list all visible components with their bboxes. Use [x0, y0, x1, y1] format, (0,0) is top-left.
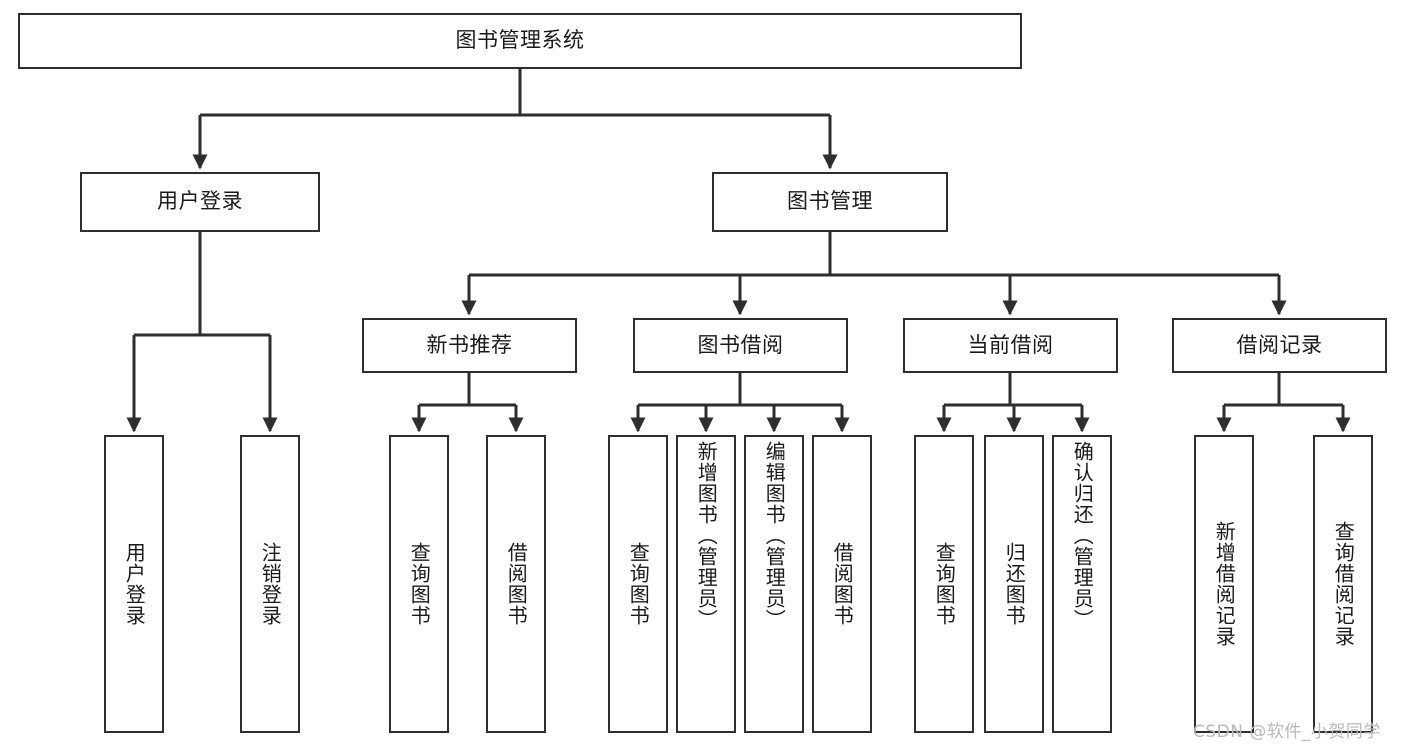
node-leaf-confirm-return-admin[interactable]: 确认归还（管理员）	[1052, 435, 1112, 733]
node-current-borrow-label: 当前借阅	[967, 332, 1054, 357]
node-new-book-recommend-label: 新书推荐	[426, 332, 513, 357]
node-leaf-borrow-book-new[interactable]: 借阅图书	[486, 435, 546, 733]
node-user-login[interactable]: 用户登录	[80, 172, 320, 232]
node-leaf-query-book-borrow[interactable]: 查询图书	[608, 435, 668, 733]
node-leaf-query-book-new[interactable]: 查询图书	[389, 435, 449, 733]
node-leaf-query-borrow-record-label: 查询借阅记录	[1331, 521, 1356, 647]
node-leaf-query-book-current-label: 查询图书	[932, 542, 957, 626]
node-leaf-add-borrow-record[interactable]: 新增借阅记录	[1194, 435, 1254, 733]
node-borrow-record-label: 借阅记录	[1236, 332, 1323, 357]
node-leaf-add-book-admin[interactable]: 新增图书（管理员）	[676, 435, 736, 733]
node-new-book-recommend[interactable]: 新书推荐	[362, 318, 577, 373]
node-leaf-logout-login[interactable]: 注销登录	[240, 435, 300, 733]
node-leaf-confirm-return-admin-label: 确认归还（管理员）	[1070, 441, 1095, 630]
node-root[interactable]: 图书管理系统	[18, 13, 1022, 69]
node-leaf-query-book-current[interactable]: 查询图书	[914, 435, 974, 733]
node-leaf-borrow-book-new-label: 借阅图书	[504, 542, 529, 626]
node-root-label: 图书管理系统	[455, 28, 585, 53]
node-leaf-user-login-label: 用户登录	[122, 542, 147, 626]
node-leaf-user-login[interactable]: 用户登录	[104, 435, 164, 733]
node-leaf-query-book-borrow-label: 查询图书	[626, 542, 651, 626]
node-book-borrow-label: 图书借阅	[697, 332, 784, 357]
node-book-management[interactable]: 图书管理	[712, 172, 948, 232]
node-leaf-query-borrow-record[interactable]: 查询借阅记录	[1313, 435, 1373, 733]
csdn-watermark: CSDN @软件_小贺同学	[1193, 722, 1381, 742]
node-borrow-record[interactable]: 借阅记录	[1172, 318, 1387, 373]
node-current-borrow[interactable]: 当前借阅	[903, 318, 1118, 373]
node-book-borrow[interactable]: 图书借阅	[633, 318, 848, 373]
node-user-login-label: 用户登录	[157, 189, 243, 214]
node-leaf-logout-login-label: 注销登录	[258, 542, 283, 626]
node-leaf-add-book-admin-label: 新增图书（管理员）	[694, 441, 719, 630]
node-leaf-return-book-label: 归还图书	[1002, 542, 1027, 626]
node-leaf-borrow-book-label: 借阅图书	[830, 542, 855, 626]
node-leaf-edit-book-admin[interactable]: 编辑图书（管理员）	[744, 435, 804, 733]
node-leaf-add-borrow-record-label: 新增借阅记录	[1212, 521, 1237, 647]
node-leaf-borrow-book[interactable]: 借阅图书	[812, 435, 872, 733]
node-leaf-return-book[interactable]: 归还图书	[984, 435, 1044, 733]
node-leaf-query-book-new-label: 查询图书	[407, 542, 432, 626]
node-leaf-edit-book-admin-label: 编辑图书（管理员）	[762, 441, 787, 630]
node-book-management-label: 图书管理	[787, 189, 873, 214]
